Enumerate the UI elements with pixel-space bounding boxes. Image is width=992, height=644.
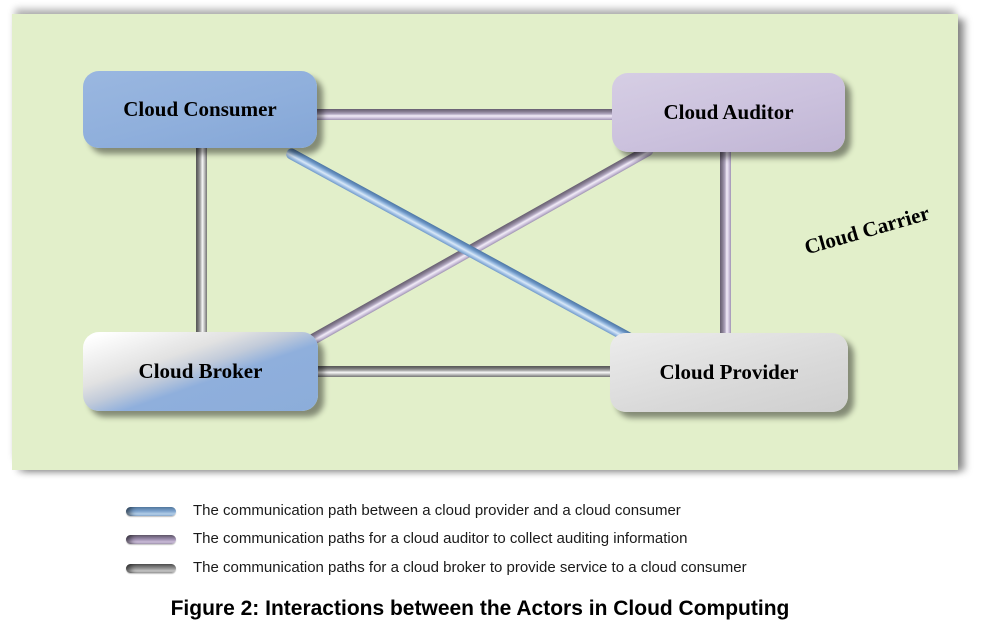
node-cloud-consumer: Cloud Consumer (83, 71, 317, 148)
legend-item-broker-path: The communication paths for a cloud brok… (126, 557, 747, 579)
legend-label: The communication paths for a cloud audi… (193, 530, 688, 547)
connector-consumer-auditor (310, 109, 618, 120)
connector-broker-provider (312, 366, 616, 377)
legend-swatch-purple-path (126, 534, 176, 544)
node-cloud-consumer-label: Cloud Consumer (123, 97, 277, 121)
node-cloud-provider-label: Cloud Provider (659, 360, 799, 384)
legend-swatch-gray-path (126, 563, 176, 573)
cloud-carrier-label: Cloud Carrier (801, 200, 933, 260)
node-cloud-broker-label: Cloud Broker (138, 359, 263, 383)
legend-swatch-blue-path (126, 506, 176, 516)
node-cloud-auditor: Cloud Auditor (612, 73, 845, 152)
connector-auditor-provider (720, 144, 731, 340)
cloud-carrier-panel: Cloud Consumer Cloud Auditor Cloud Broke… (12, 14, 958, 470)
figure-caption: Figure 2: Interactions between the Actor… (170, 597, 790, 620)
node-cloud-broker: Cloud Broker (83, 332, 318, 411)
legend-item-auditor-path: The communication paths for a cloud audi… (126, 528, 687, 550)
legend-label: The communication path between a cloud p… (193, 502, 681, 519)
legend-item-consumer-provider-path: The communication path between a cloud p… (126, 500, 681, 522)
node-cloud-provider: Cloud Provider (610, 333, 848, 412)
connector-consumer-broker (196, 142, 207, 338)
legend-label: The communication paths for a cloud brok… (193, 559, 747, 576)
node-cloud-auditor-label: Cloud Auditor (663, 100, 794, 124)
